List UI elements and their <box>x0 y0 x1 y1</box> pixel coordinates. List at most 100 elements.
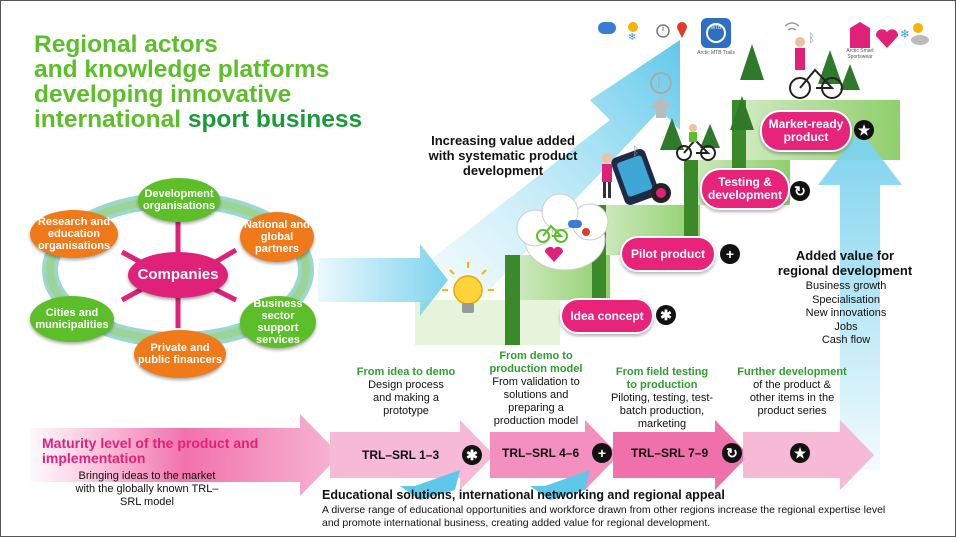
education-body: A diverse range of educational opportuni… <box>322 504 886 529</box>
page-title: Regional actors and knowledge platforms … <box>34 32 414 132</box>
gamepad-icon <box>568 220 582 228</box>
stage-label: Pilot product <box>631 246 705 261</box>
node-label: Development organisations <box>142 188 216 212</box>
phase-1: From idea to demo Design process and mak… <box>346 366 466 418</box>
node-companies: Companies <box>128 252 228 298</box>
trl-level-3: TRL–SRL 7–9 <box>631 446 709 460</box>
gamepad-icon <box>598 22 616 34</box>
node-label: Business sector support services <box>253 298 303 346</box>
asterisk-symbol-icon: ✱ <box>462 445 482 465</box>
regional-item: New innovations <box>805 307 887 319</box>
node-cities: Cities and municipalities <box>30 296 114 342</box>
info-icon: i <box>650 72 672 94</box>
timer-icon <box>656 24 670 38</box>
lightbulb-icon <box>442 262 494 313</box>
title-line-2: and knowledge platforms <box>34 56 330 83</box>
tree-icon <box>660 44 860 150</box>
plus-symbol-icon: + <box>720 244 740 264</box>
svg-text:i: i <box>657 77 661 92</box>
heart-rate-icon <box>545 246 563 262</box>
cycle-symbol-icon: ↻ <box>722 443 742 463</box>
maturity-title: Maturity level of the product and implem… <box>42 435 259 466</box>
companies-arrow <box>318 244 448 316</box>
stage-label: Market-ready product <box>768 117 844 144</box>
jacket-icon <box>850 22 870 48</box>
wifi-icon <box>784 22 800 31</box>
phase-title: From demo to production model <box>489 350 583 375</box>
plus-symbol-icon: + <box>592 443 612 463</box>
phase-3: From field testing to production Pilotin… <box>600 366 724 431</box>
app-label-mtb: MTB <box>710 25 722 31</box>
svg-text:❄: ❄ <box>628 32 636 43</box>
phase-4: Further development of the product & oth… <box>730 366 854 418</box>
idea-cloud <box>516 193 609 271</box>
node-label: Cities and municipalities <box>35 307 109 331</box>
regional-item: Business growth <box>805 280 887 292</box>
weather-icon: ❄ <box>900 23 929 45</box>
cycle-symbol-icon: ↻ <box>790 181 810 201</box>
title-highlight: sport business <box>187 106 363 133</box>
app-label-sportswear: Arctic Smart Sportswear <box>846 48 874 60</box>
phase-body: Piloting, testing, test-batch production… <box>610 392 714 430</box>
app-label-trails: Arctic MTB Trails <box>697 50 735 56</box>
cyclist-person <box>689 37 805 142</box>
step-1 <box>415 300 560 345</box>
node-research-education: Research and education organisations <box>30 210 118 258</box>
step-riser-1 <box>505 255 520 345</box>
education-heading: Educational solutions, international net… <box>322 488 725 502</box>
trl-level-1: TRL–SRL 1–3 <box>362 448 440 462</box>
maturity-arrow <box>30 414 340 496</box>
stage-idea-concept: Idea concept <box>560 298 654 334</box>
title-line-1: Regional actors <box>34 31 218 58</box>
stage-testing-development: Testing & development <box>700 168 790 210</box>
stage-label: Idea concept <box>570 308 644 323</box>
edu-arrow-2 <box>530 470 590 500</box>
phase-2: From demo to production model From valid… <box>476 350 596 428</box>
trl-arrow-3 <box>613 420 749 490</box>
weather-icon: ❄ <box>628 22 638 43</box>
trl-level-2: TRL–SRL 4–6 <box>502 446 580 460</box>
asterisk-symbol-icon: ✱ <box>656 305 676 325</box>
star-symbol-icon: ★ <box>854 120 874 140</box>
regional-item: Jobs <box>834 320 858 333</box>
stage-market-ready: Market-ready product <box>760 110 852 152</box>
node-business-support: Business sector support services <box>240 296 316 348</box>
regional-list: Business growth Specialisation New innov… <box>780 280 912 348</box>
regional-item: Cash flow <box>821 334 871 346</box>
location-pin-icon <box>677 22 687 38</box>
svg-text:❄: ❄ <box>900 27 910 41</box>
title-line-4-start: international <box>34 106 188 133</box>
node-label: Research and education organisations <box>37 216 111 252</box>
phase-body: From validation to solutions and prepari… <box>492 376 580 427</box>
phase-title: Further development <box>737 366 847 378</box>
step-2 <box>515 255 610 300</box>
value-arrow <box>430 40 680 300</box>
regional-arrow <box>818 130 902 470</box>
person-figure <box>602 153 612 198</box>
heart-rate-icon <box>875 29 899 48</box>
node-label: Private and public financers <box>137 342 223 366</box>
bicycle-icon <box>536 224 568 243</box>
edu-arrow-1 <box>400 470 460 500</box>
phase-body: of the product & other items in the prod… <box>749 379 835 417</box>
location-pin-icon <box>582 228 590 236</box>
regional-item: Specialisation <box>812 293 880 306</box>
regional-heading: Added value for regional development <box>777 248 913 278</box>
step-riser-3 <box>684 160 698 255</box>
phase-title: From idea to demo <box>356 366 456 378</box>
phase-title: From field testing to production <box>615 366 709 391</box>
node-private-financers: Private and public financers <box>134 330 226 378</box>
node-development-organisations: Development organisations <box>138 178 220 222</box>
smartwatch-icon <box>611 149 671 205</box>
node-national-partners: National and global partners <box>240 212 314 262</box>
maturity-body: Bringing ideas to the market with the gl… <box>75 470 219 508</box>
node-label: Companies <box>137 266 219 283</box>
up-arrow-icon <box>650 96 672 118</box>
title-line-4: international sport business <box>34 107 414 132</box>
value-arrow-label: Increasing value added with systematic p… <box>428 133 578 178</box>
title-line-3: developing innovative <box>34 81 292 108</box>
app-icon-trails <box>701 18 731 48</box>
bluetooth-icon: ᛒ <box>632 144 639 158</box>
stage-pilot-product: Pilot product <box>620 236 716 272</box>
stage-label: Testing & development <box>707 175 782 202</box>
